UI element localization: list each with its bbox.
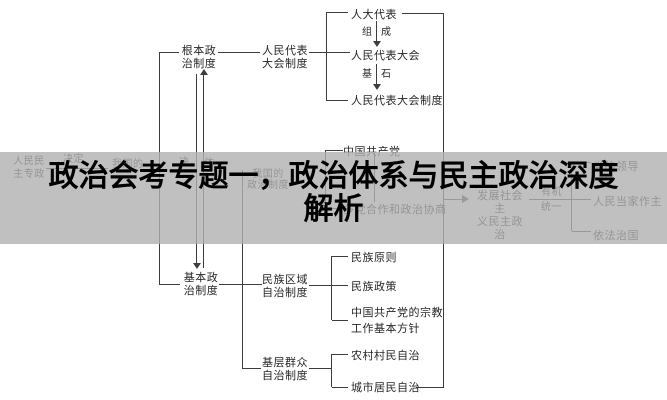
- node-jiceng-qunzhong-zizhi: 基层群众 自治制度: [262, 356, 308, 382]
- connector-rendalabel-bracket: [309, 52, 350, 53]
- bracket-renda-tick-top: [326, 12, 348, 13]
- bracket-gongchandang-tick: [325, 150, 343, 151]
- bracket-minzu-tick-yuanze: [332, 256, 348, 257]
- node-zongjiao-fangzhen: 中国共产党的宗教 工作基本方针: [351, 306, 443, 335]
- banner-title-line2: 解析: [303, 192, 364, 227]
- connector-jiceng-bracket: [309, 368, 331, 369]
- arrow-zucheng-shaft: [376, 21, 377, 41]
- connector-tick-genben-left: [160, 52, 179, 53]
- node-minzu-quyu-zizhi: 民族区域 自治制度: [262, 273, 308, 299]
- node-renda-zhidu-label: 人民代表 大会制度: [262, 44, 308, 70]
- connector-minzuquyu-bracket: [309, 285, 332, 286]
- connector-center-spine: [242, 170, 243, 368]
- connector-tick-jiben-left: [159, 284, 180, 285]
- bracket-jiceng-vertical: [331, 354, 332, 387]
- label-cheng: 成: [381, 27, 392, 38]
- node-nongcun-cunmin-zizhi: 农村村民自治: [351, 349, 420, 362]
- arrow-zucheng-head: [373, 41, 381, 47]
- node-jiben-zhengzhi-zhidu: 基本政 治制度: [183, 271, 219, 297]
- connector-genben-rendalabel: [218, 52, 260, 53]
- bracket-renda-tick-bottom: [326, 100, 348, 101]
- banner-title-line1: 政治会考专题一，政治体系与民主政治深度: [48, 159, 619, 194]
- node-renmin-daibiao-dahui: 人民代表大会: [351, 49, 420, 62]
- bracket-minzu-vertical: [331, 256, 332, 320]
- node-minzu-yuanze: 民族原则: [351, 251, 397, 264]
- node-renda-dahui-zhidu: 人民代表大会制度: [351, 94, 443, 107]
- banner-overlay: [0, 152, 667, 244]
- node-genben-zhengzhi-zhidu: 根本政 治制度: [181, 44, 217, 70]
- banner-title: 政治会考专题一，政治体系与民主政治深度 解析: [0, 160, 667, 226]
- arrow-jueding-head: [193, 263, 201, 269]
- arrow-tixian-head: [200, 69, 208, 75]
- connector-chengshi-spine: [416, 387, 444, 388]
- bracket-jiceng-tick-nongcun: [332, 354, 348, 355]
- connector-rendadaibiao-spine: [402, 13, 443, 14]
- bracket-minzu-tick-zongjiao: [332, 320, 348, 321]
- connector-jiben-minzuquyu: [219, 284, 262, 285]
- node-renda-daibiao: 人大代表: [351, 8, 397, 21]
- label-zu: 组: [362, 27, 373, 38]
- arrow-jishi-shaft: [376, 64, 377, 84]
- connector-jiceng-tick: [242, 368, 261, 369]
- arrow-jishi-head: [373, 84, 381, 90]
- label-ji: 基: [362, 69, 373, 80]
- bracket-renda-vertical: [326, 12, 327, 100]
- bracket-jiceng-tick-chengshi: [332, 387, 348, 388]
- node-chengshi-jumin-zizhi: 城市居民自治: [351, 381, 420, 394]
- label-shi: 石: [381, 69, 392, 80]
- bracket-minzu-tick-zhengce: [332, 285, 348, 286]
- node-minzu-zhengce: 民族政策: [351, 280, 397, 293]
